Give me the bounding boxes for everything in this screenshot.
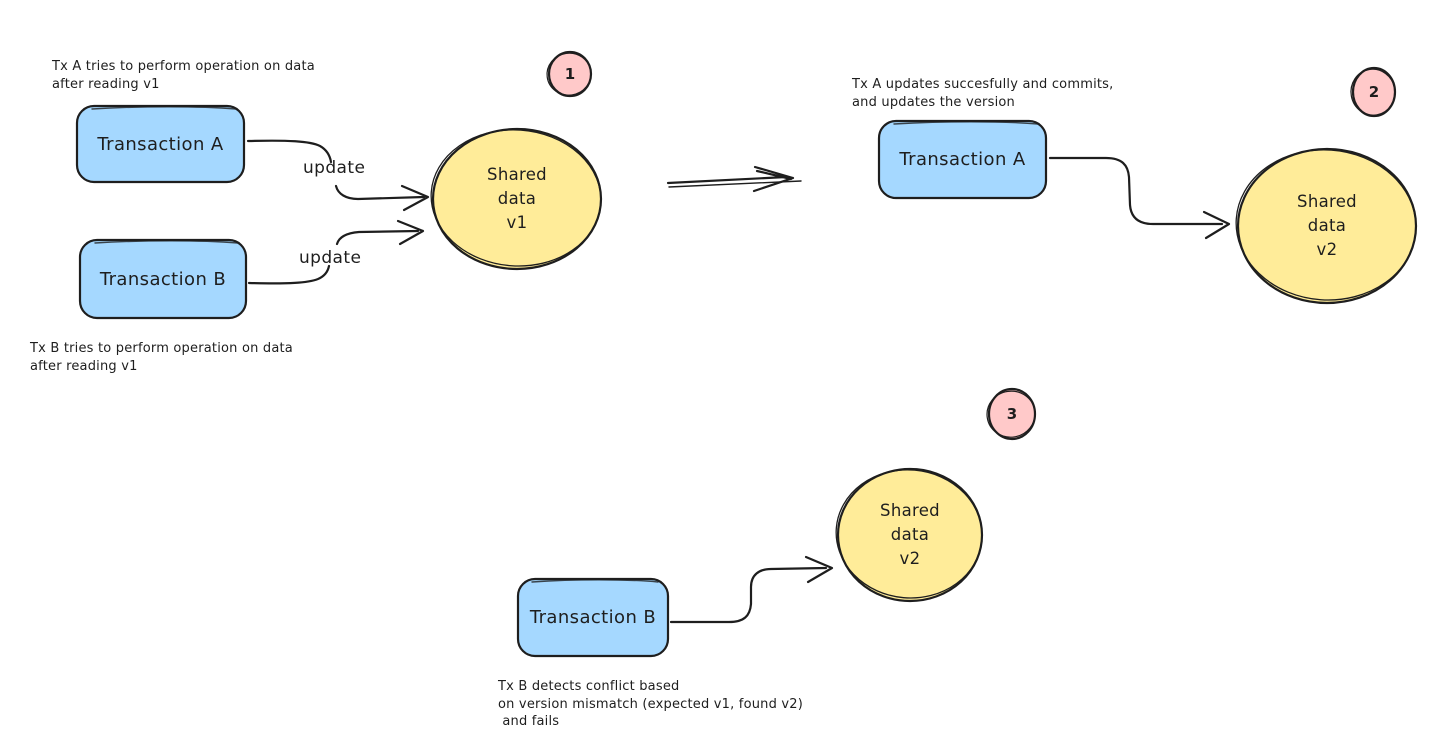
arrow-txa-to-v1-stub	[246, 139, 333, 164]
transaction-a-box-1-shape	[75, 104, 246, 184]
transaction-a-box-1-sketch-line	[91, 106, 237, 110]
transaction-b-box-2-sketch-line	[531, 579, 659, 583]
badge-1-circle-sketch	[546, 52, 592, 96]
arrow-txb-to-v2-head	[804, 555, 834, 584]
transaction-b-label-2: Transaction B	[529, 607, 657, 628]
arrow-txa-to-v2-head	[1202, 210, 1231, 240]
transaction-b-box-1-shape	[78, 238, 248, 320]
transaction-b-label-1: Transaction B	[99, 268, 227, 290]
transaction-a-label-2: Transaction A	[899, 149, 1026, 170]
transaction-a-box-2-sketch-line	[893, 121, 1039, 125]
transaction-a-label-1: Transaction A	[97, 133, 224, 155]
caption-tx-a-reads: Tx A tries to perform operation on data …	[52, 59, 315, 92]
shared-data-v2-ellipse-scene3-sketch	[835, 469, 983, 599]
shared-data-v1-label: Shared data v1	[487, 165, 547, 232]
arrow-txb-to-v1-stub	[247, 264, 331, 285]
update-label-b: update	[299, 248, 362, 268]
arrow-txb-to-v2-line	[669, 566, 828, 624]
badge-1-label: 1	[564, 65, 576, 83]
transition-arrow-head	[752, 165, 795, 193]
shared-data-v2-label-scene3: Shared data v2	[880, 501, 940, 568]
update-label-a: update	[303, 158, 366, 178]
caption-tx-a-commits: Tx A updates succesfully and commits, an…	[852, 77, 1114, 110]
transaction-b-box-2-shape	[516, 577, 670, 658]
badge-2-circle-sketch	[1350, 68, 1396, 116]
transaction-a-box-2-shape	[877, 119, 1048, 200]
badge-3-label: 3	[1006, 405, 1018, 423]
transition-arrow-line-1	[666, 175, 788, 185]
arrow-txa-to-v1-line	[334, 184, 426, 201]
shared-data-v1-ellipse-sketch	[430, 129, 602, 267]
badge-3-circle-sketch	[986, 390, 1036, 438]
arrow-txa-to-v1-head	[400, 184, 430, 212]
arrow-txb-to-v1-head	[396, 219, 425, 246]
arrow-txa-to-v2-line	[1048, 156, 1224, 226]
caption-tx-b-fails: Tx B detects conflict based on version m…	[498, 679, 804, 729]
badge-2-label: 2	[1368, 83, 1380, 101]
shared-data-v2-ellipse-scene2-sketch	[1235, 149, 1417, 301]
transaction-b-box-1-sketch-line	[94, 240, 239, 244]
caption-tx-b-reads: Tx B tries to perform operation on data …	[30, 341, 293, 374]
arrow-txb-to-v1-line	[335, 229, 420, 246]
shared-data-v2-label-scene2: Shared data v2	[1297, 192, 1357, 259]
